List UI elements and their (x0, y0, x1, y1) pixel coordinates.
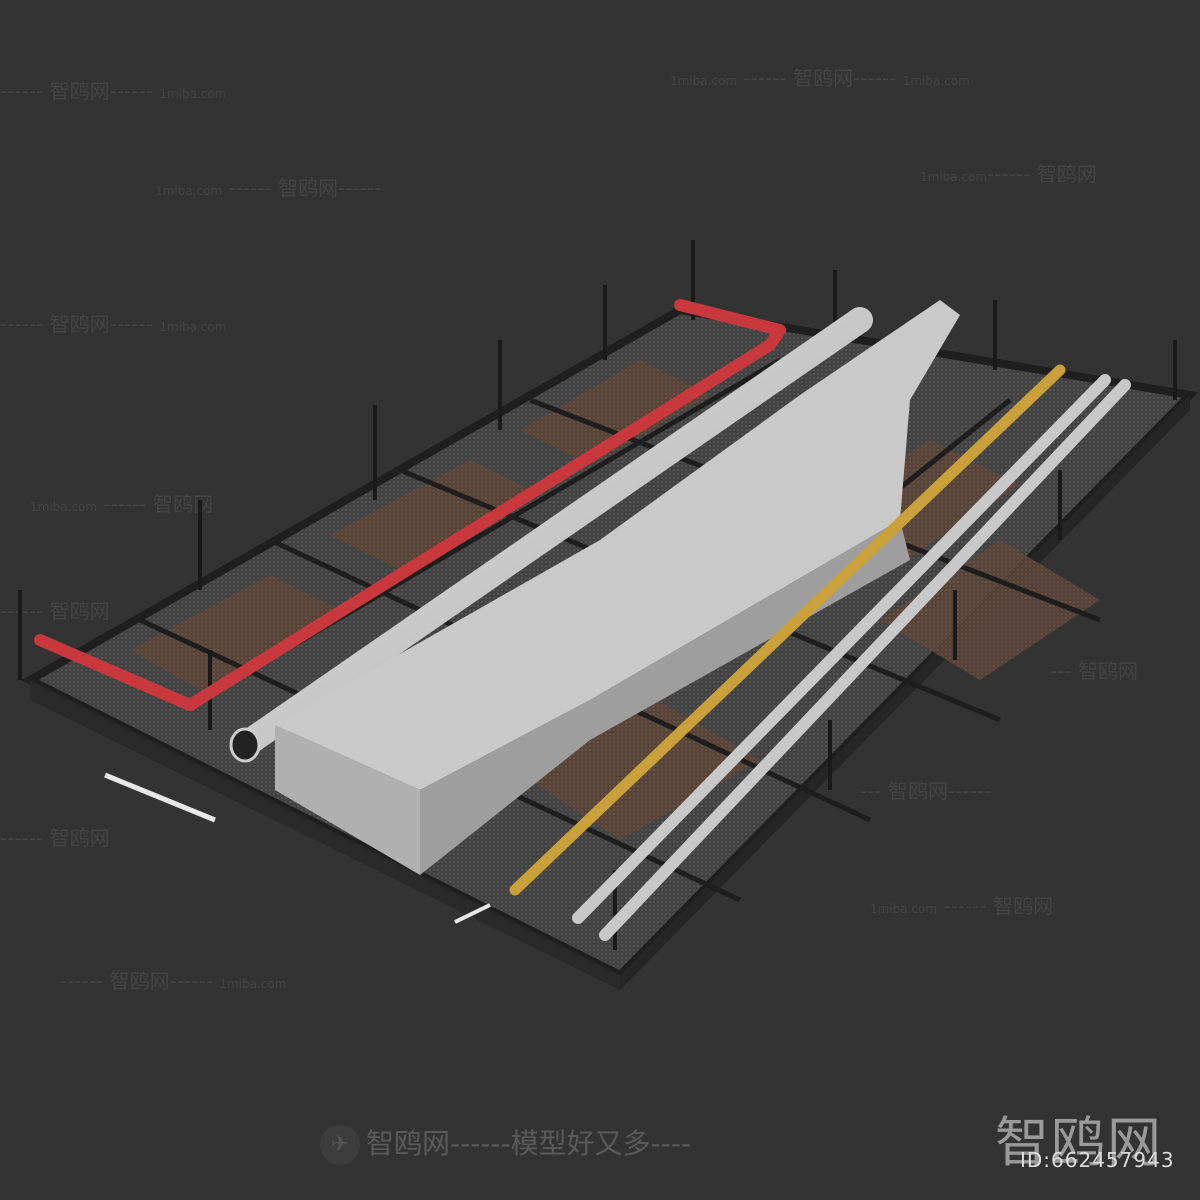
watermark: ------ 智鸥网------ 1miba.com (60, 969, 287, 993)
slogan-watermark: ✈智鸥网------模型好又多---- (320, 1122, 691, 1165)
watermark: 1miba.com ------ 智鸥网 (30, 492, 214, 516)
model-id: ID:662457943 (1020, 1148, 1175, 1172)
rectangular-air-duct (275, 300, 960, 790)
silver-pipe-2 (599, 379, 1131, 941)
yellow-pipe (509, 364, 1066, 896)
brand-logo-text: 智鸥网 (995, 1111, 1163, 1174)
watermark: --- 智鸥网------ (860, 779, 992, 803)
watermark: 1miba.com------ 智鸥网 (920, 162, 1097, 186)
watermark: ------ 智鸥网------ 1miba.com (0, 79, 227, 103)
round-duct (232, 307, 873, 758)
watermark: 1miba.com ------ 智鸥网------ 1miba.com (670, 66, 970, 90)
watermark: --- 智鸥网 (1050, 659, 1139, 683)
red-pipe (34, 299, 786, 711)
watermark: 1miba.com ------ 智鸥网 (870, 894, 1054, 918)
watermark: ------ 智鸥网------ 1miba.com (0, 312, 227, 336)
watermark: ------ 智鸥网 (0, 826, 110, 850)
watermark: 1miba.com ------ 智鸥网------ (155, 176, 382, 200)
bird-logo-icon: ✈ (320, 1125, 360, 1165)
silver-pipe-1 (572, 374, 1111, 924)
